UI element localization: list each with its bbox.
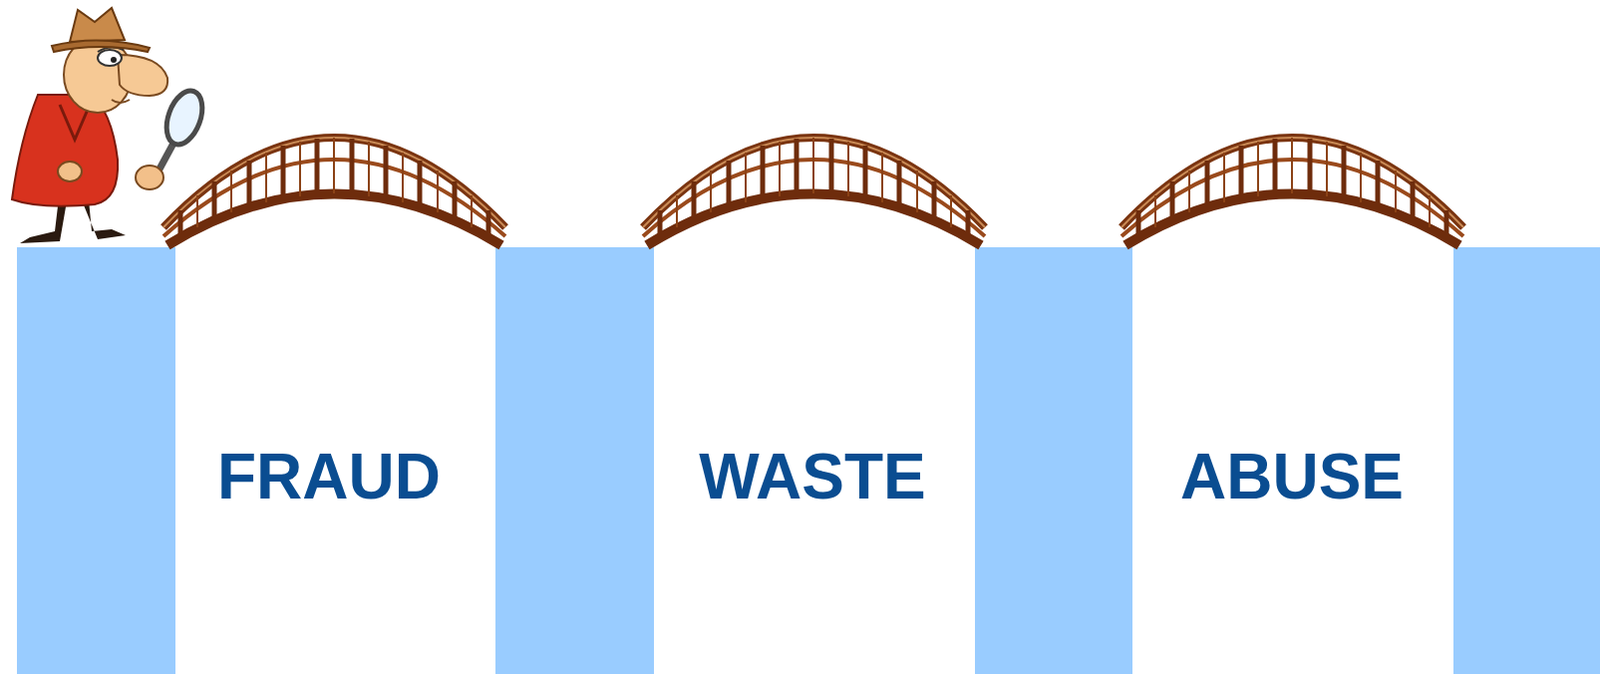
pillar [16, 247, 176, 674]
pillar [974, 247, 1133, 674]
category-label: FRAUD [217, 444, 441, 509]
category-label: WASTE [698, 444, 927, 509]
bridge [642, 137, 985, 246]
pillar [1453, 247, 1600, 674]
category-label: ABUSE [1180, 444, 1404, 509]
detective-cartoon [11, 7, 210, 244]
bridge [1121, 137, 1464, 246]
pillar [495, 247, 654, 674]
bridge [163, 137, 506, 246]
